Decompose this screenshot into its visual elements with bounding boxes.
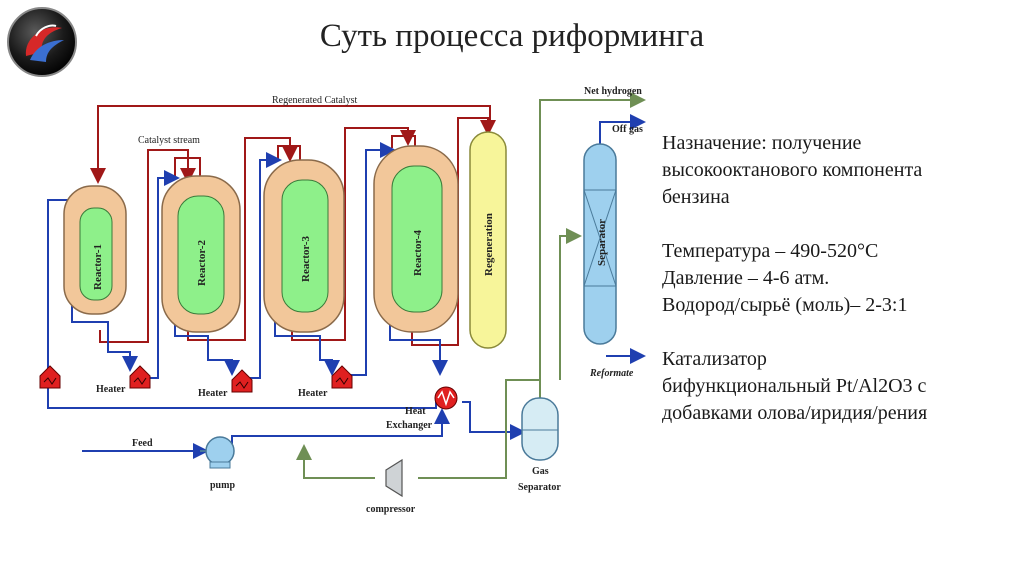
- temperature-line: Температура – 490-520°С: [662, 240, 879, 262]
- reactor-2: Reactor-2: [161, 175, 241, 333]
- label-heater-1: Heater: [96, 384, 126, 395]
- label-catalyst-stream: Catalyst stream: [138, 135, 200, 146]
- purpose-block: Назначение: получение высокооктанового к…: [662, 130, 1022, 211]
- label-gas-separator-1: Gas: [532, 466, 549, 477]
- pressure-line: Давление – 4-6 атм.: [662, 267, 830, 289]
- reactor-4: Reactor-4: [373, 145, 459, 333]
- compressor: [385, 458, 403, 498]
- label-reactor-1: Reactor-1: [92, 244, 104, 290]
- heater-4: [331, 365, 353, 389]
- regeneration-vessel: Regeneration: [469, 131, 507, 349]
- label-pump: pump: [210, 480, 235, 491]
- label-off-gas: Off gas: [612, 124, 643, 135]
- label-heat-exchanger-1: Heat: [405, 406, 426, 417]
- label-reactor-3: Reactor-3: [300, 235, 312, 282]
- reactor-3: Reactor-3: [263, 159, 345, 333]
- label-net-hydrogen: Net hydrogen: [584, 86, 642, 97]
- gas-separator: [521, 397, 559, 461]
- pump: [200, 436, 235, 469]
- label-compressor: compressor: [366, 504, 416, 515]
- label-heater-2: Heater: [198, 388, 228, 399]
- label-regenerated-catalyst: Regenerated Catalyst: [272, 95, 357, 106]
- company-logo: [7, 7, 77, 77]
- heater-2: [129, 365, 151, 389]
- label-feed: Feed: [132, 438, 153, 449]
- purpose-line-1: Назначение: получение: [662, 132, 862, 154]
- hydrogen-ratio-line: Водород/сырьё (моль)– 2-3:1: [662, 294, 908, 316]
- label-reactor-2: Reactor-2: [196, 239, 208, 286]
- slide-title: Суть процесса риформинга: [319, 18, 705, 54]
- reactor-1: Reactor-1: [63, 185, 127, 315]
- separator-column: Separator: [583, 143, 617, 345]
- catalyst-line-2: бифункциональный Pt/Al2O3 с: [662, 375, 927, 397]
- label-separator: Separator: [596, 219, 608, 266]
- purpose-line-3: бензина: [662, 186, 730, 208]
- purpose-line-2: высокооктанового компонента: [662, 159, 923, 181]
- label-gas-separator-2: Separator: [518, 482, 561, 493]
- catalyst-line-3: добавками олова/иридия/рения: [662, 402, 928, 424]
- heat-exchanger: [434, 386, 458, 410]
- gas-flow-lines: [296, 92, 646, 479]
- process-notes: Назначение: получение высокооктанового к…: [662, 130, 1022, 454]
- label-heat-exchanger-2: Exchanger: [386, 420, 433, 431]
- process-flow-lines: [47, 114, 646, 459]
- reforming-process-diagram: Regenerated Catalyst Catalyst stream: [39, 86, 646, 515]
- label-reformate: Reformate: [589, 368, 634, 379]
- conditions-block: Температура – 490-520°С Давление – 4-6 а…: [662, 238, 1022, 319]
- label-heater-3: Heater: [298, 388, 328, 399]
- catalyst-line-1: Катализатор: [662, 348, 767, 370]
- label-regeneration: Regeneration: [483, 213, 495, 276]
- label-reactor-4: Reactor-4: [412, 229, 424, 276]
- catalyst-block: Катализатор бифункциональный Pt/Al2O3 с …: [662, 346, 1022, 427]
- heater-1: [39, 365, 61, 389]
- heater-3: [231, 369, 253, 393]
